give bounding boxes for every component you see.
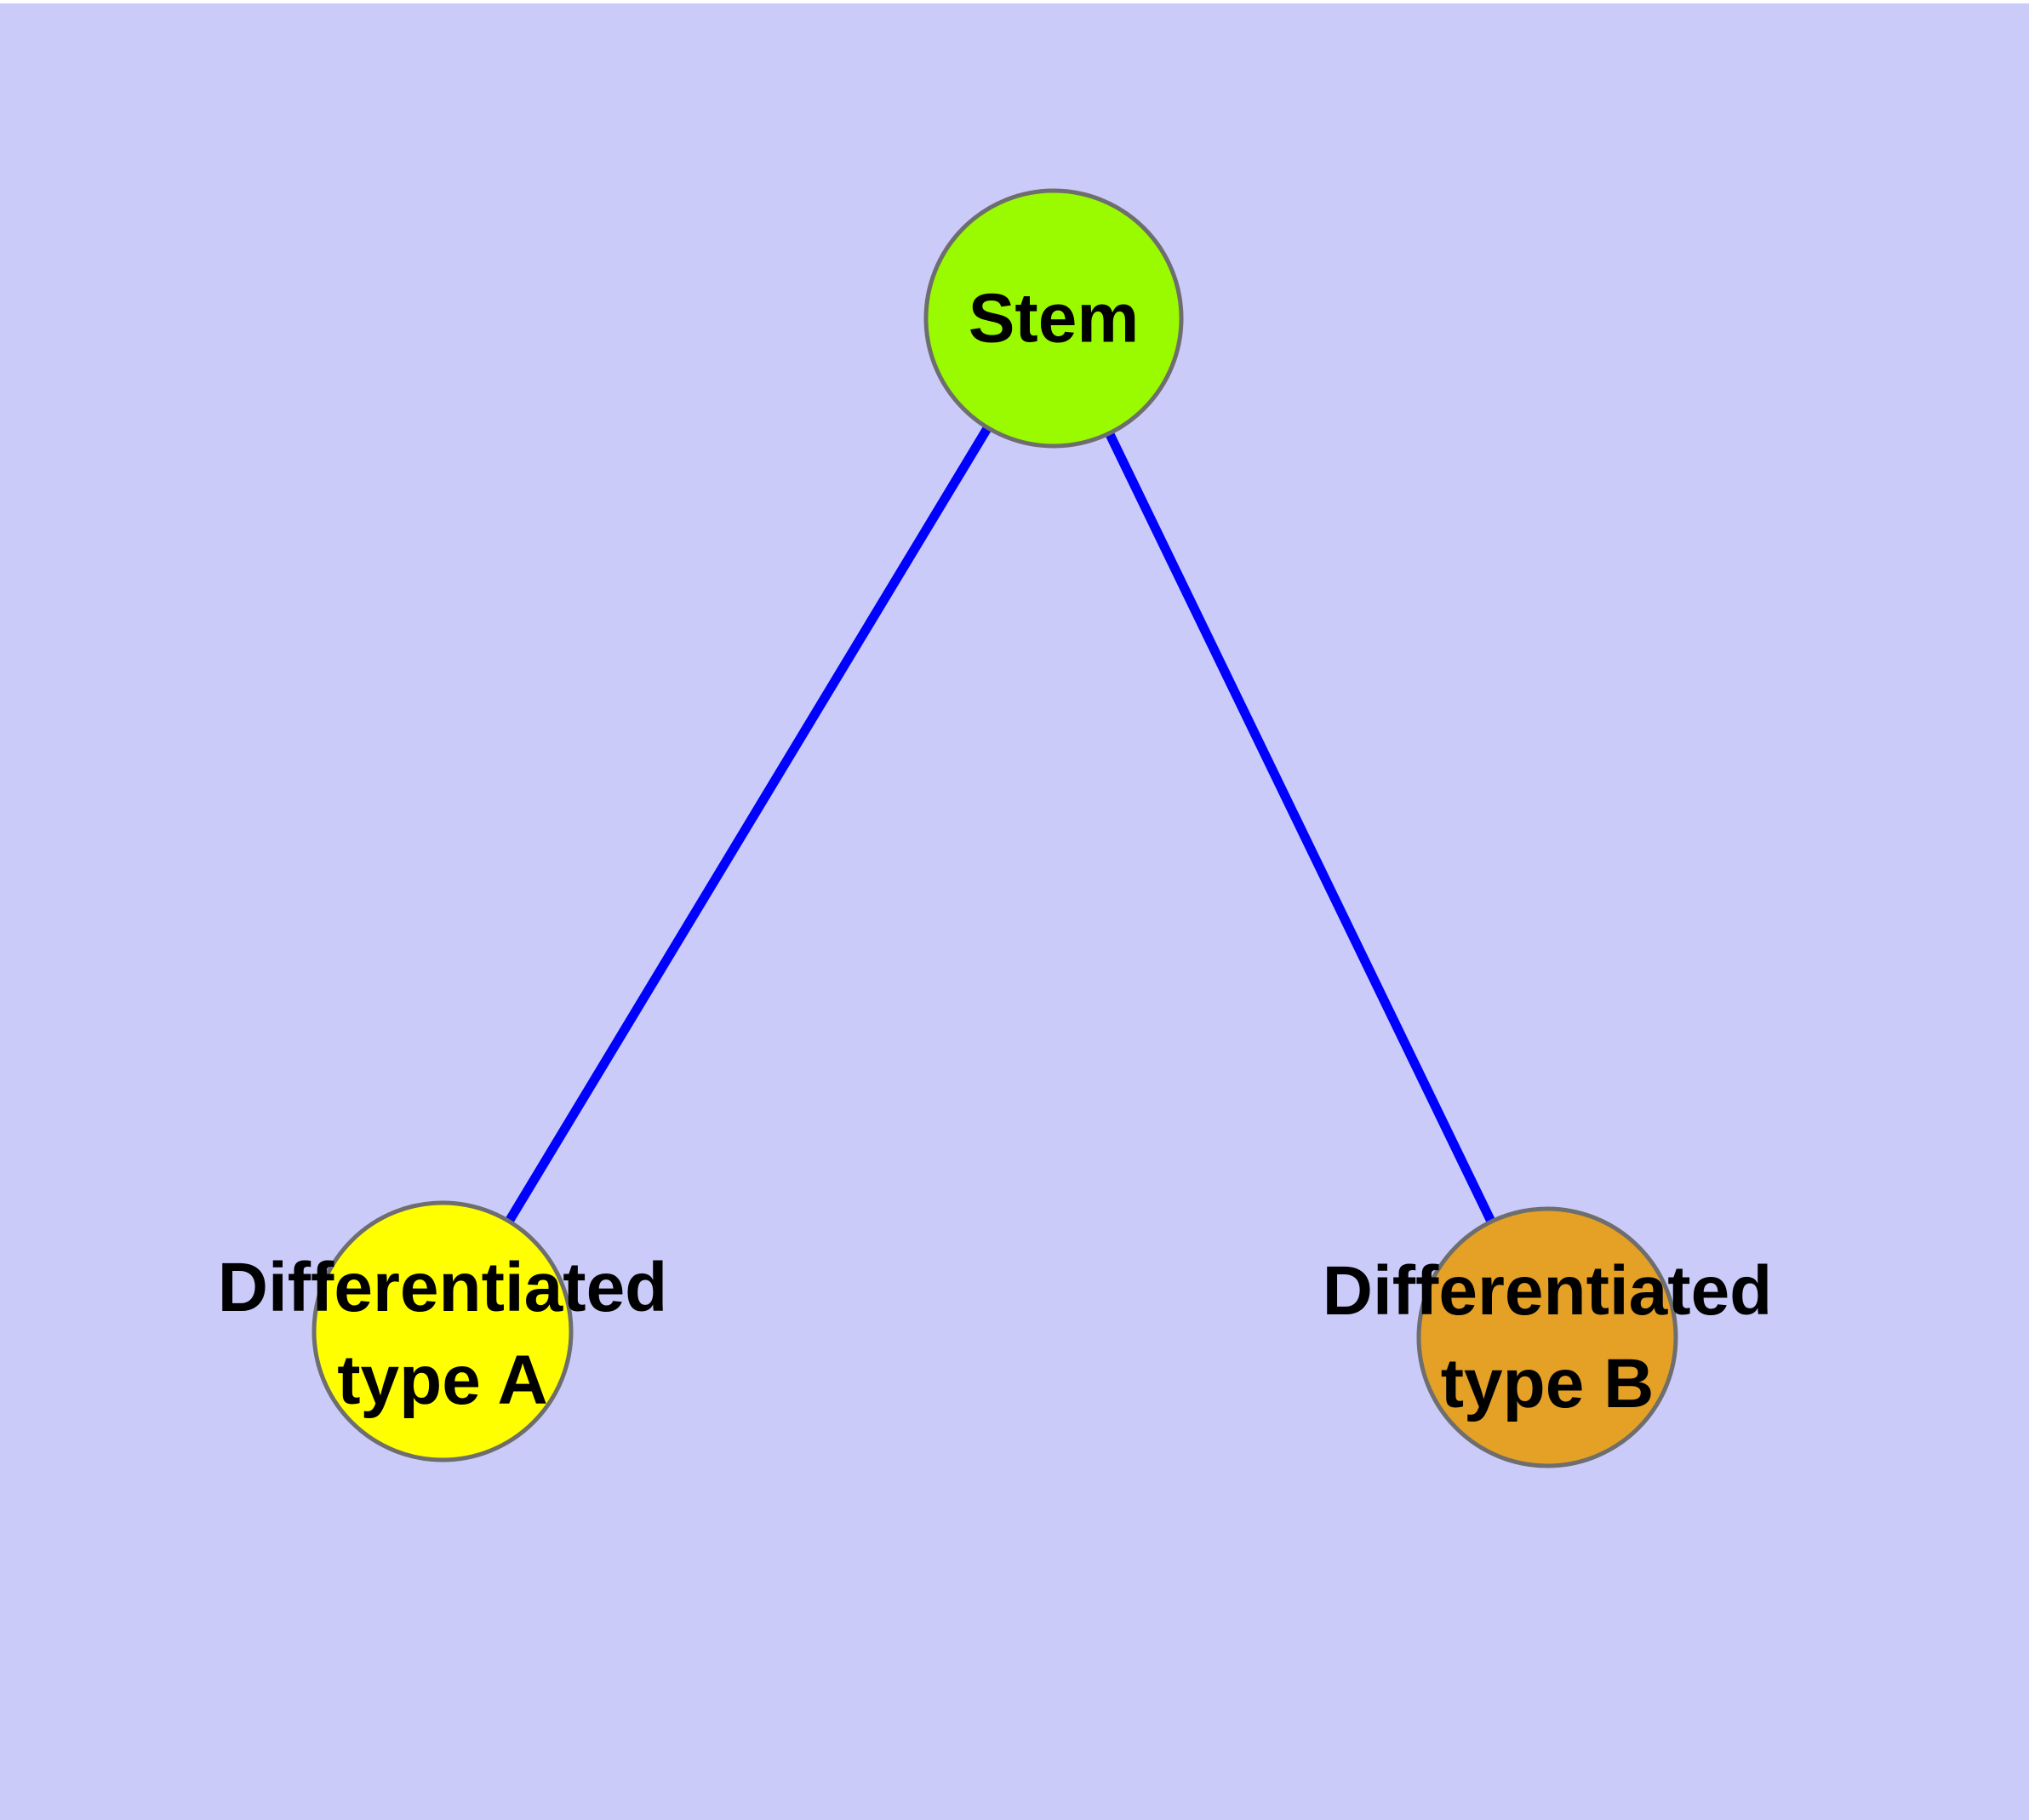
node-type-b-circle[interactable] <box>1416 1206 1678 1468</box>
top-border-strip <box>0 0 2029 3</box>
node-type-a-label: Differentiated type A <box>217 1248 668 1419</box>
edge-stem-to-type-a <box>438 316 1058 1334</box>
node-type-a-circle[interactable] <box>311 1200 574 1462</box>
edge-stem-to-type-b <box>1049 316 1552 1340</box>
node-type-b-label: Differentiated type B <box>1322 1251 1773 1422</box>
node-stem-circle[interactable] <box>923 188 1184 449</box>
node-stem-label: Stem <box>968 279 1140 358</box>
